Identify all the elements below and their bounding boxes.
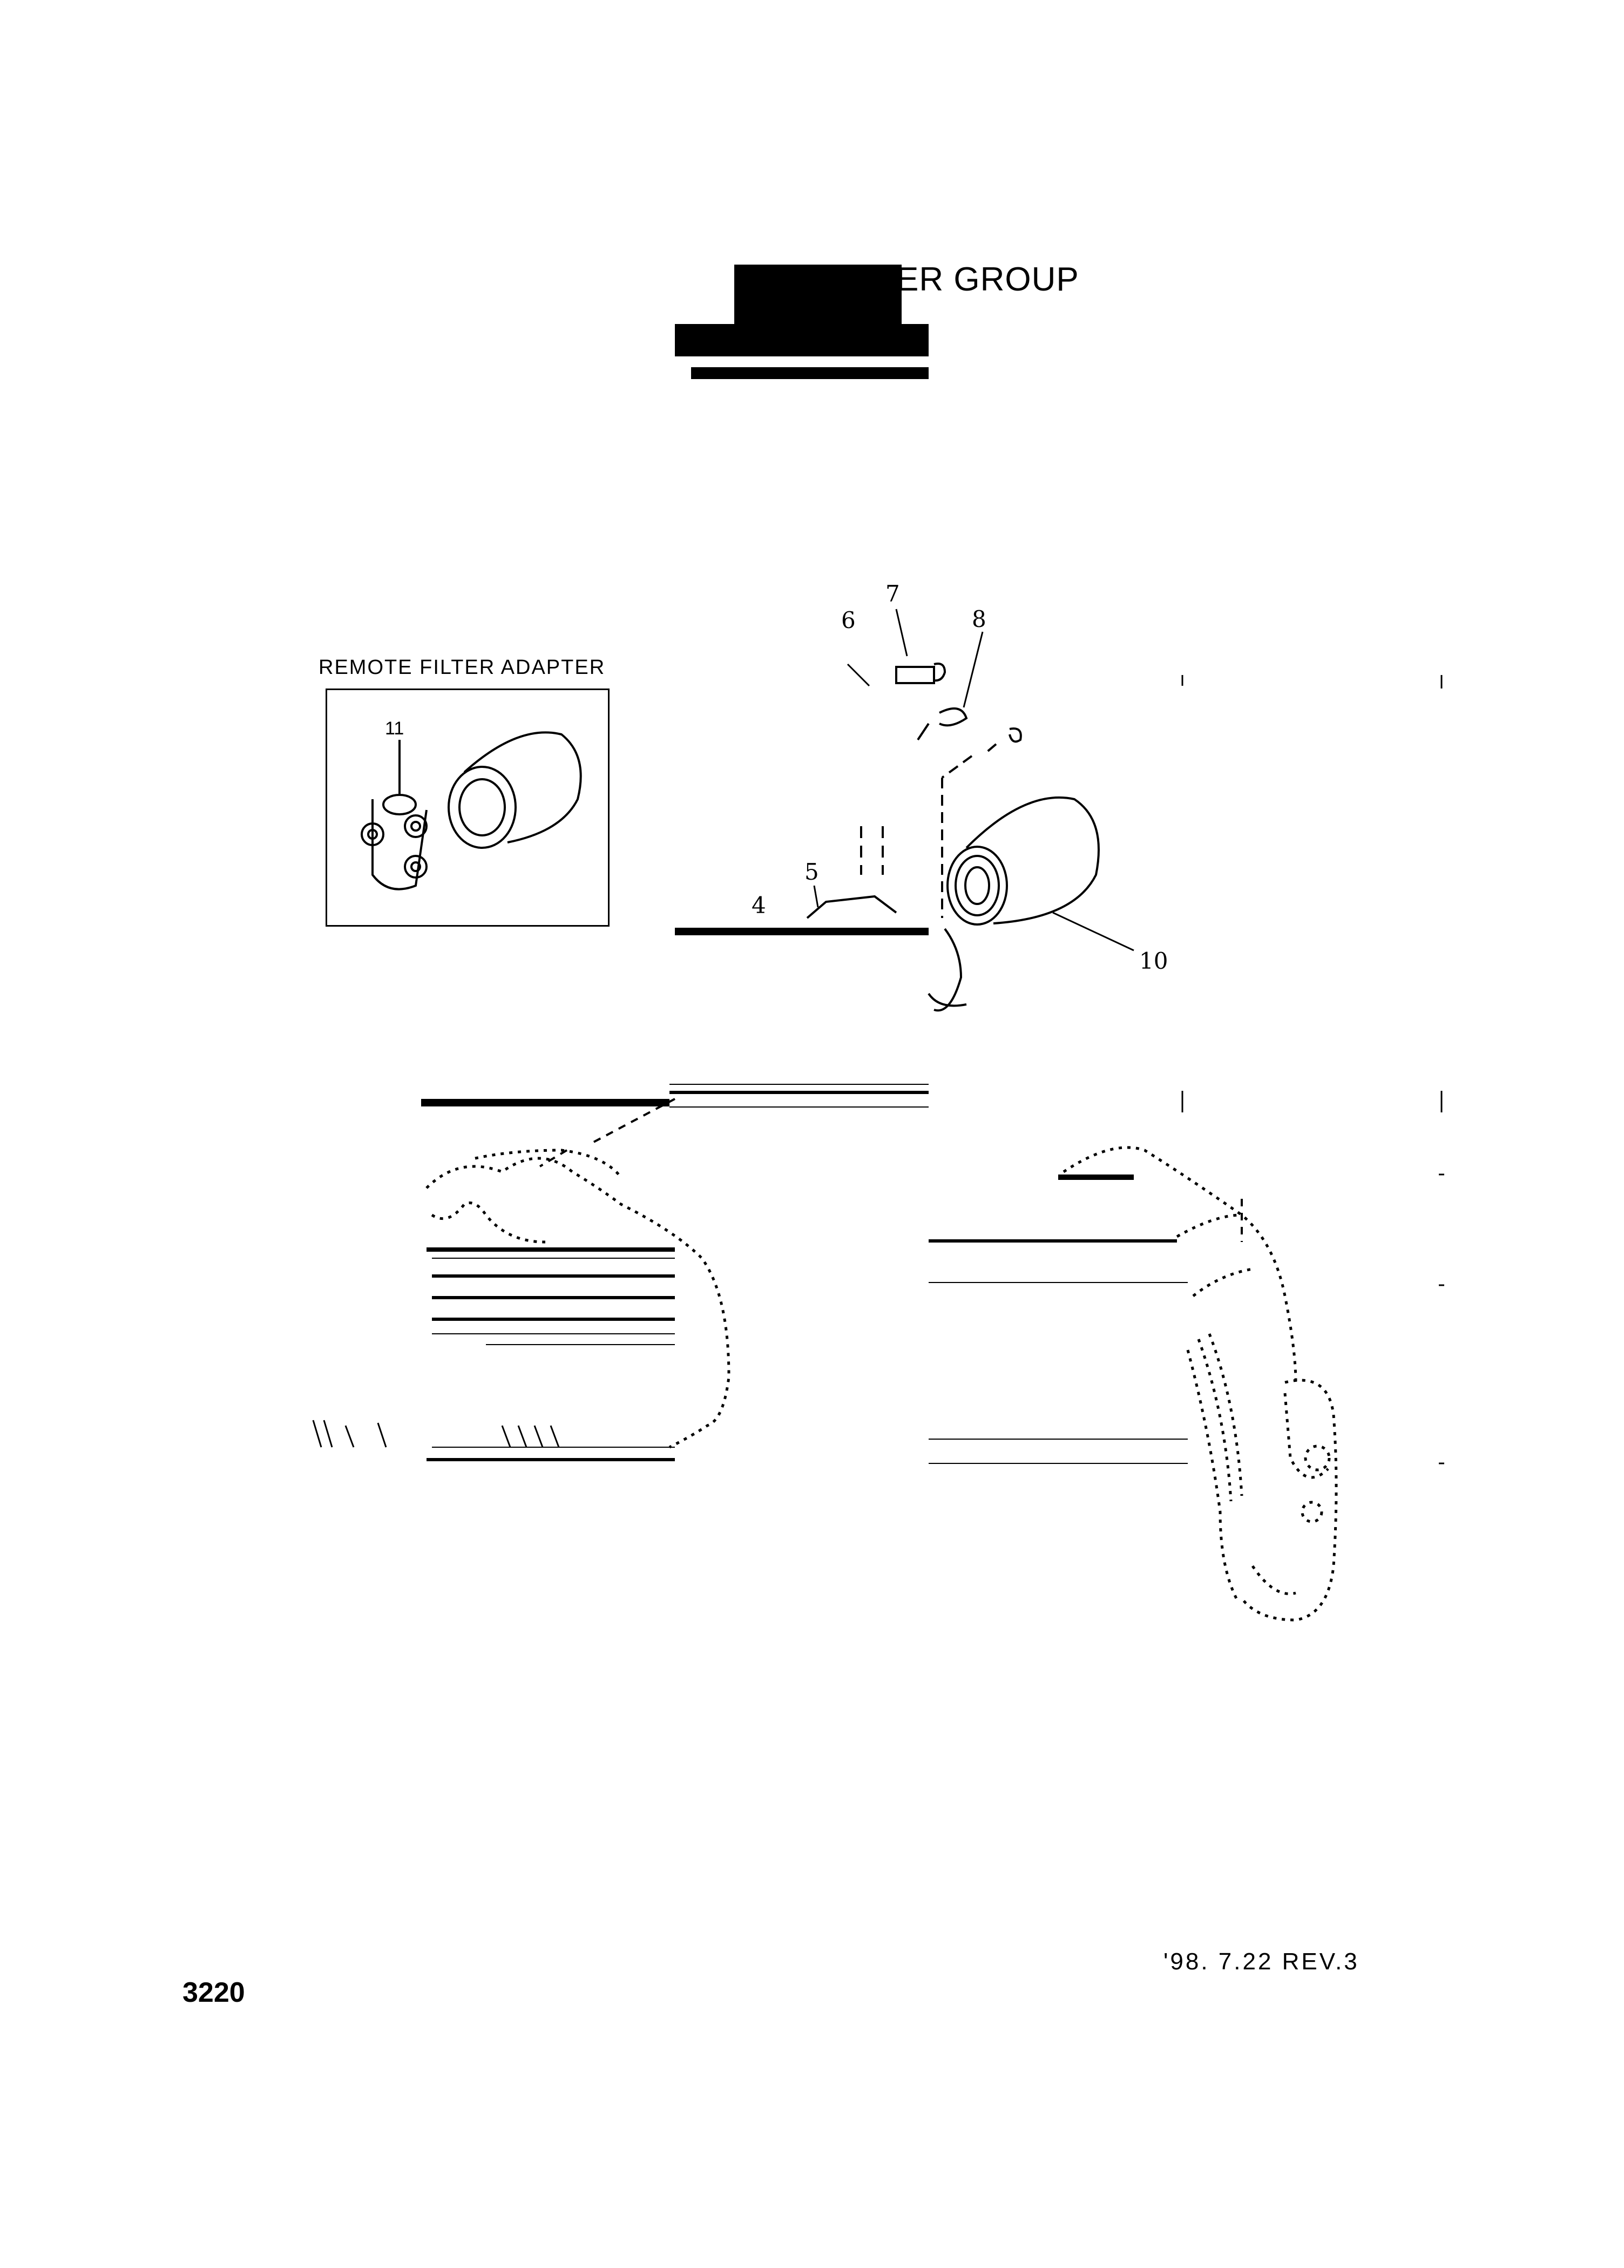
callout-4: 4 [752, 892, 766, 919]
callout-10: 10 [1139, 948, 1168, 974]
inset-frame [326, 688, 610, 927]
callout-7: 7 [885, 580, 900, 607]
callout-6: 6 [841, 607, 856, 633]
inset-label: REMOTE FILTER ADAPTER [319, 656, 606, 679]
callout-8: 8 [972, 606, 986, 632]
title-redaction-block-lower [675, 324, 929, 356]
filter-canister-drawing [946, 796, 1134, 951]
callout-5: 5 [804, 859, 819, 885]
revision-date: '98. 7.22 REV.3 [1163, 1948, 1359, 1975]
title-redaction-bar [691, 367, 929, 379]
page-number: 3220 [182, 1977, 245, 2008]
page-title: ER GROUP [896, 261, 1079, 298]
callout-11: 11 [385, 718, 404, 739]
title-redaction-block [734, 265, 902, 324]
inset-filter-drawing [448, 731, 582, 849]
adapter-block-drawing [361, 740, 428, 890]
